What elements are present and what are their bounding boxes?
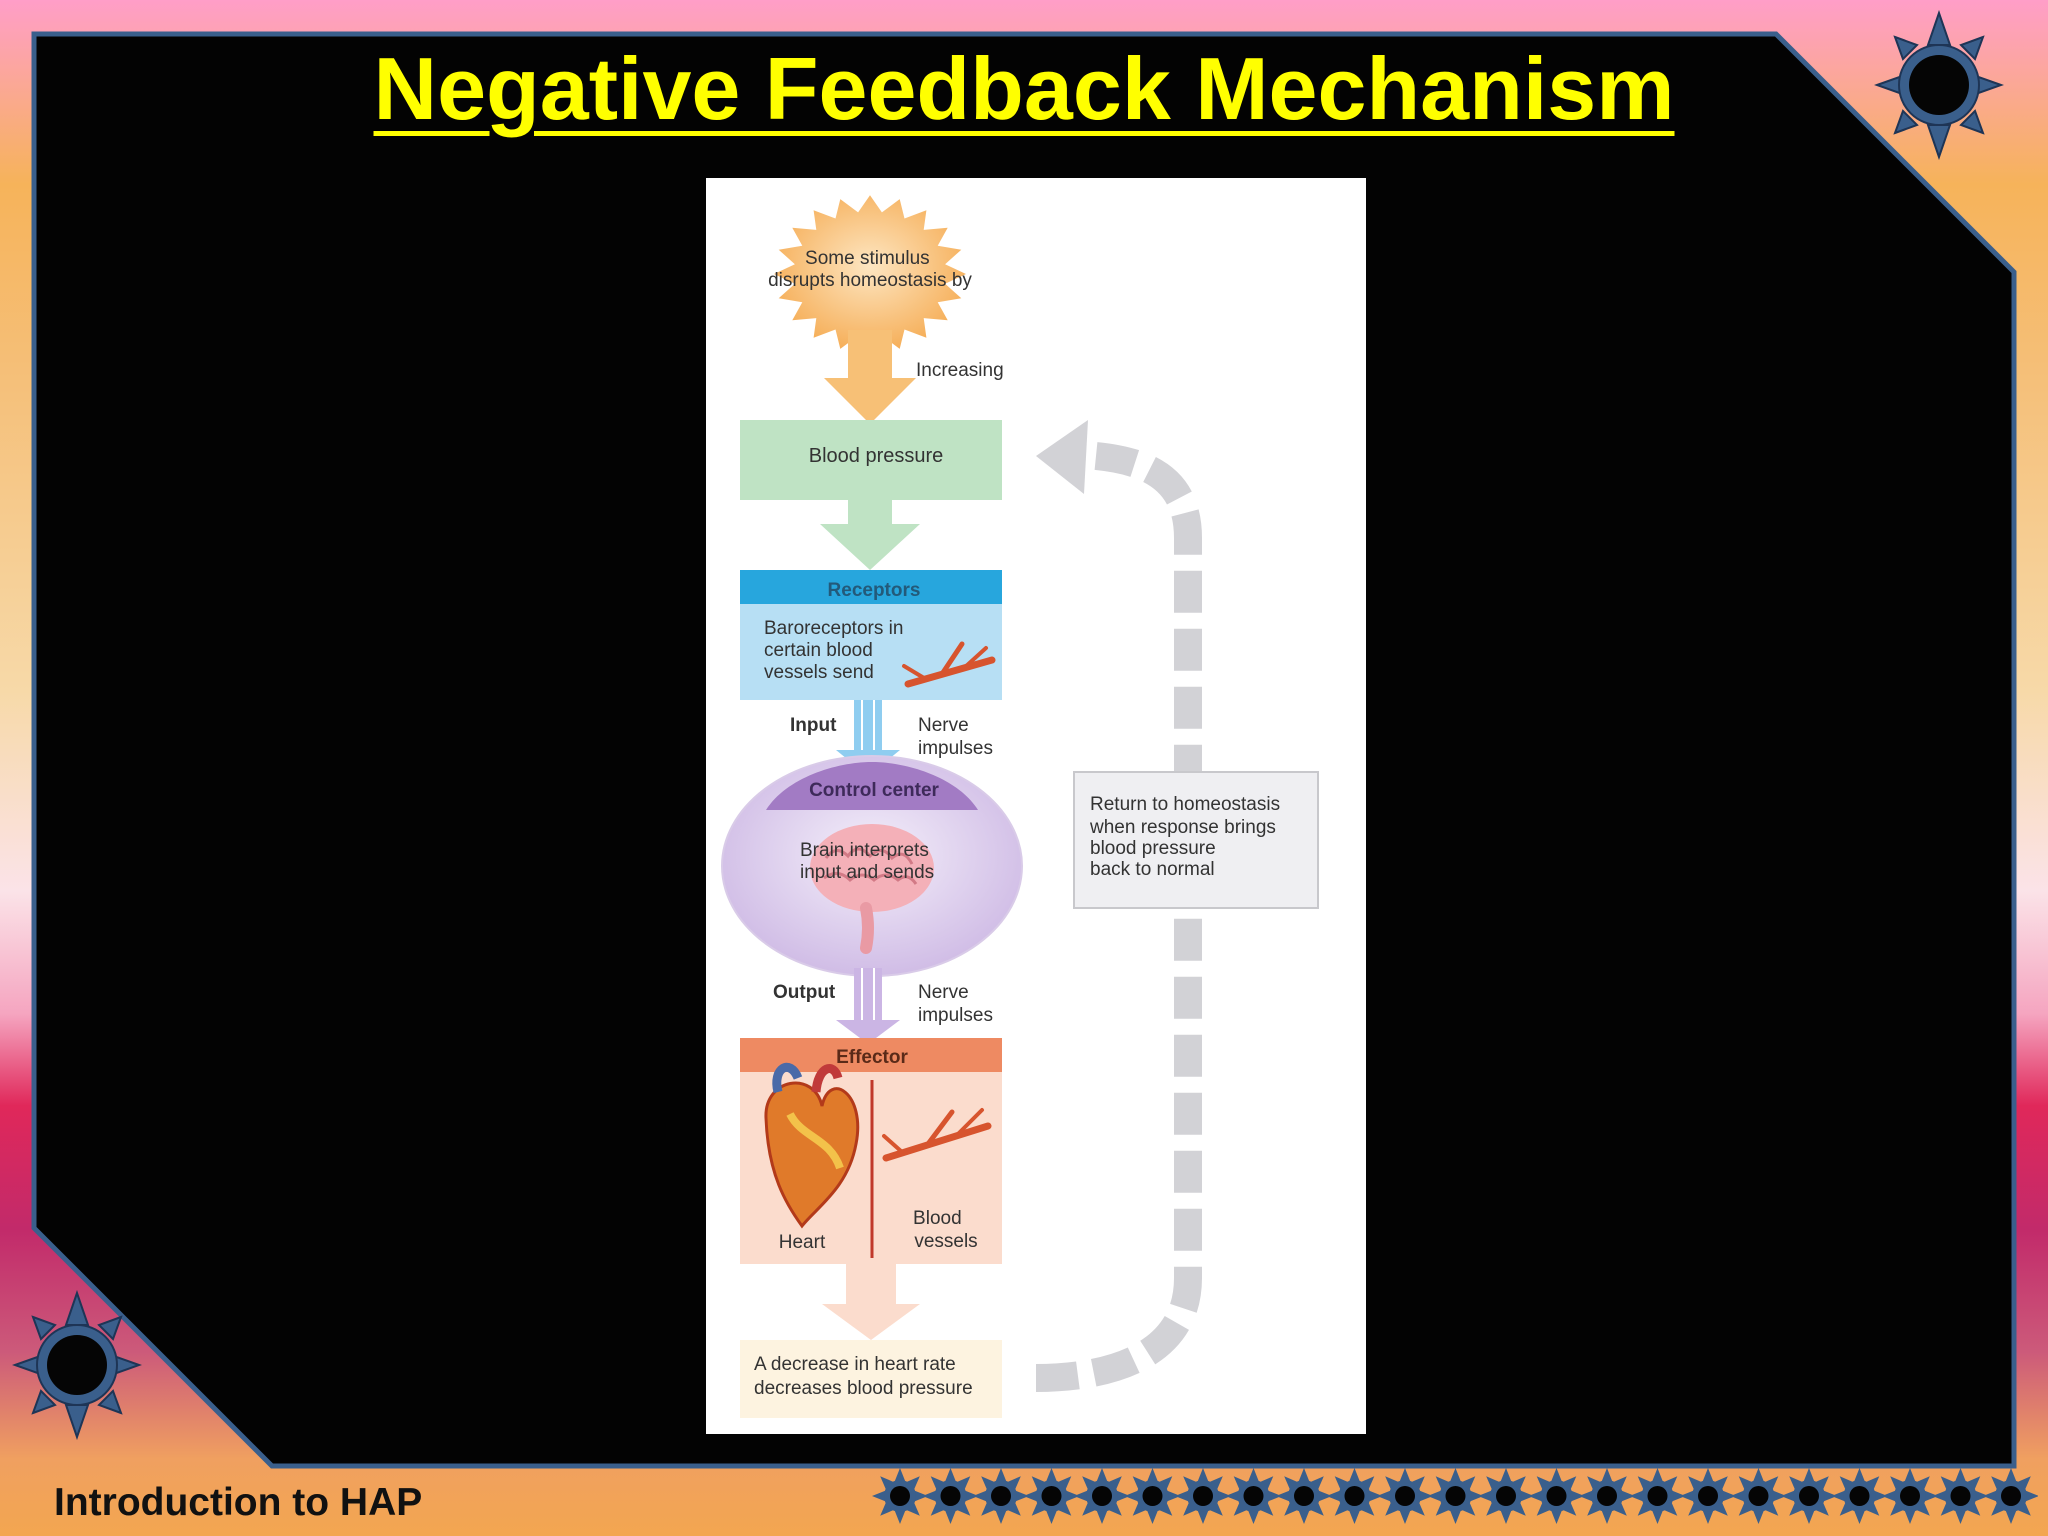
- feedback-diagram-canvas: Some stimulus disrupts homeostasis by In…: [721, 195, 1319, 1418]
- border-sun-icon: [1074, 1468, 1130, 1524]
- output-label: Output: [773, 982, 836, 1003]
- return-line-1: Return to homeostasis: [1090, 794, 1280, 815]
- input-signal-line-1: Nerve: [918, 715, 969, 736]
- svg-text:Brain interprets input: Brain interprets input and sends: [800, 840, 934, 883]
- response-line-2: decreases blood pressure: [754, 1378, 973, 1399]
- svg-text:Baroreceptors in certa: Baroreceptors in certain blood vessels s…: [764, 618, 909, 683]
- blood-vessels-line-2: vessels: [914, 1231, 977, 1252]
- decorative-sun-border: [872, 1468, 2038, 1524]
- border-sun-icon: [1175, 1468, 1231, 1524]
- return-line-2: when response brings: [1089, 817, 1276, 838]
- svg-text:Nerve impulses: Nerve impulses: [918, 982, 993, 1026]
- slide-title: Negative Feedback Mechanism: [373, 39, 1675, 138]
- receptors-header-bar: [740, 570, 1002, 604]
- return-loop-path: [1035, 442, 1202, 1392]
- feedback-diagram: Some stimulus disrupts homeostasis by In…: [706, 178, 1366, 1434]
- return-box: [1073, 771, 1319, 909]
- heart-icon: [764, 1062, 860, 1229]
- border-sun-icon: [1276, 1468, 1332, 1524]
- border-sun-icon: [1225, 1468, 1282, 1524]
- footer-label: Introduction to HAP: [54, 1481, 423, 1524]
- svg-text:Blood vessels: Blood vessels: [913, 1208, 978, 1252]
- sun-ornament-top-right-icon: [1874, 10, 2004, 160]
- sun-ornament-bottom-left-icon: [12, 1290, 142, 1440]
- return-loop: [1035, 420, 1202, 1392]
- svg-text:A decrease in heart rate: A decrease in heart rate decreases blood…: [754, 1354, 973, 1399]
- border-sun-icon: [1781, 1468, 1837, 1524]
- border-sun-icon: [1983, 1468, 2038, 1524]
- border-sun-icon: [1882, 1468, 1938, 1524]
- return-line-4: back to normal: [1090, 859, 1215, 880]
- blood-vessels-icon: [882, 1108, 992, 1162]
- response-line-1: A decrease in heart rate: [754, 1354, 956, 1375]
- svg-text:Some stimulus disrupts: Some stimulus disrupts homeostasis by: [768, 248, 972, 291]
- receptors-line-3: vessels send: [764, 662, 874, 683]
- input-arrow: [836, 700, 900, 776]
- receptors-line-2: certain blood: [764, 640, 873, 661]
- control-center-line-1: Brain interprets: [800, 840, 929, 861]
- border-sun-icon: [1730, 1468, 1787, 1524]
- output-signal-line-1: Nerve: [918, 982, 969, 1003]
- blood-pressure-label: Blood pressure: [809, 445, 944, 467]
- border-sun-icon: [1023, 1468, 1080, 1524]
- border-sun-icon: [1831, 1468, 1888, 1524]
- control-center-line-2: input and sends: [800, 862, 934, 883]
- output-arrow: [836, 968, 900, 1044]
- border-sun-icon: [1680, 1468, 1736, 1524]
- stimulus-line-2: disrupts homeostasis by: [768, 270, 972, 291]
- control-center-header: Control center: [809, 780, 939, 801]
- border-sun-icon: [1478, 1468, 1534, 1524]
- output-signal-line-2: impulses: [918, 1005, 993, 1026]
- border-sun-icon: [973, 1468, 1029, 1524]
- border-sun-icon: [1377, 1468, 1433, 1524]
- border-sun-icon: [1629, 1468, 1686, 1524]
- input-signal-line-2: impulses: [918, 738, 993, 759]
- heart-label: Heart: [779, 1232, 826, 1253]
- blood-vessels-line-1: Blood: [913, 1208, 962, 1229]
- stimulus-burst: [774, 195, 966, 353]
- receptors-line-1: Baroreceptors in: [764, 618, 903, 639]
- border-sun-icon: [922, 1468, 979, 1524]
- border-sun-icon: [1932, 1468, 1989, 1524]
- svg-text:Nerve impulses: Nerve impulses: [918, 715, 993, 759]
- border-sun-icon: [1427, 1468, 1484, 1524]
- brain-icon: [810, 824, 934, 954]
- border-sun-icon: [1326, 1468, 1383, 1524]
- variable-to-receptor-arrow: [820, 500, 920, 570]
- blood-vessel-icon: [902, 641, 996, 688]
- stimulus-line-1: Some stimulus: [805, 248, 930, 269]
- input-label: Input: [790, 715, 837, 736]
- response-box: [740, 1340, 1002, 1418]
- increasing-label: Increasing: [916, 360, 1004, 381]
- effector-header: Effector: [836, 1047, 908, 1068]
- effector-to-response-arrow: [822, 1264, 920, 1340]
- return-line-3: blood pressure: [1090, 838, 1216, 859]
- receptors-header: Receptors: [828, 580, 921, 601]
- svg-text:Return to homeostasis: Return to homeostasis when response brin…: [1089, 794, 1285, 880]
- control-center-header-band: [766, 762, 978, 810]
- stimulus-arrow: [824, 330, 916, 424]
- border-sun-icon: [872, 1468, 928, 1524]
- border-sun-icon: [1528, 1468, 1585, 1524]
- blood-pressure-box: [740, 420, 1002, 500]
- border-sun-icon: [1579, 1468, 1635, 1524]
- border-sun-icon: [1124, 1468, 1181, 1524]
- return-loop-arrowhead: [1036, 420, 1088, 494]
